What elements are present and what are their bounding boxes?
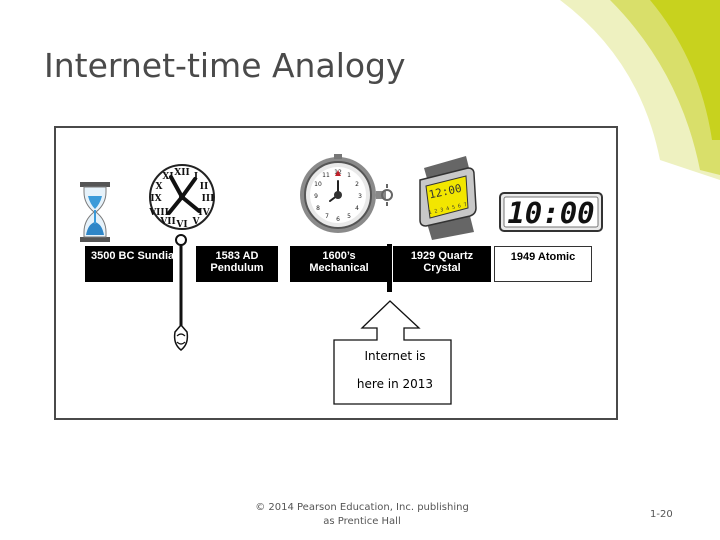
page-number: 1-20 <box>650 509 673 520</box>
callout-text-line1: Internet is <box>340 349 450 363</box>
svg-text:VII: VII <box>159 217 175 227</box>
footer-line2: as Prentice Hall <box>248 515 476 529</box>
svg-text:VIII: VIII <box>148 208 169 218</box>
segment-label: 3500 BC Sundia <box>91 250 173 262</box>
callout-text-line2: here in 2013 <box>340 377 450 391</box>
slide-title: Internet-time Analogy <box>44 46 406 85</box>
hourglass-icon <box>78 182 112 242</box>
timeline-segment-atomic: 1949 Atomic <box>494 246 592 282</box>
svg-text:VI: VI <box>175 220 187 230</box>
segment-label-line2: Crystal <box>393 262 491 274</box>
svg-text:II: II <box>200 182 208 192</box>
svg-text:XII: XII <box>174 168 189 178</box>
atomic-time-text: 10:00 <box>507 196 594 230</box>
timeline-segment-quartz: 1929 Quartz Crystal <box>393 246 491 282</box>
svg-text:IX: IX <box>150 194 161 204</box>
timeline-segment-mechanical: 1600’s Mechanical <box>290 246 388 282</box>
svg-text:3: 3 <box>358 193 362 200</box>
segment-label: 1949 Atomic <box>495 251 591 263</box>
internet-marker-line <box>387 244 392 292</box>
timeline-segment-pendulum: 1583 AD Pendulum <box>196 246 278 282</box>
timeline-segment-sundial: 3500 BC Sundia <box>85 246 173 282</box>
svg-text:2: 2 <box>355 181 359 188</box>
segment-label-line2: Mechanical <box>290 262 388 274</box>
atomic-clock-icon: 10:00 <box>499 192 603 232</box>
pendulum-clock-icon: XII III VI IX I II IV V VII VIII X XI <box>147 161 217 241</box>
segment-label: 1600’s <box>290 250 388 262</box>
svg-text:10: 10 <box>314 181 322 188</box>
svg-text:III: III <box>202 194 215 204</box>
svg-text:5: 5 <box>347 213 351 220</box>
svg-text:11: 11 <box>322 172 330 179</box>
segment-label: 1929 Quartz <box>393 250 491 262</box>
svg-text:7: 7 <box>325 213 329 220</box>
quartz-watch-icon: 12:00 1 2 3 4 5 6 7 <box>416 156 478 240</box>
svg-text:4: 4 <box>355 205 359 212</box>
svg-text:9: 9 <box>314 193 318 200</box>
svg-text:8: 8 <box>316 205 320 212</box>
segment-label-line2: Pendulum <box>196 262 278 274</box>
svg-text:6: 6 <box>336 216 340 223</box>
footer-line1: © 2014 Pearson Education, Inc. publishin… <box>248 501 476 515</box>
segment-label: 1583 AD <box>196 250 278 262</box>
svg-text:1: 1 <box>347 172 351 179</box>
svg-text:X: X <box>156 182 163 192</box>
svg-text:V: V <box>192 217 201 227</box>
copyright-footer: © 2014 Pearson Education, Inc. publishin… <box>248 501 476 529</box>
